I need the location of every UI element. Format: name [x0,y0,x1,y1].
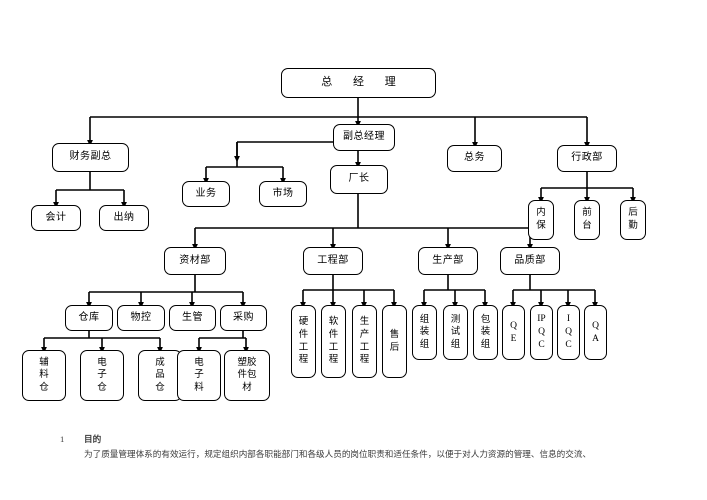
node-label: 生产工程 [359,317,370,366]
node-purchasing[interactable]: 采购 [220,305,267,331]
node-label: 工程部 [317,254,349,266]
node-testing-group[interactable]: 测试组 [443,305,468,360]
node-ipqc[interactable]: IPQC [530,305,553,360]
node-software-engineering[interactable]: 软件工程 [321,305,346,378]
node-label: 品质部 [514,254,546,266]
node-material-control[interactable]: 物控 [117,305,165,331]
node-finished-goods-warehouse[interactable]: 成品仓 [138,350,182,401]
node-production-control[interactable]: 生管 [169,305,216,331]
node-label: 辅料仓 [39,357,49,393]
node-label: 业务 [195,187,217,199]
node-label: 副总经理 [343,131,385,143]
node-logistics[interactable]: 后勤 [620,200,646,240]
node-cashier[interactable]: 出纳 [99,205,149,231]
node-hardware-engineering[interactable]: 硬件工程 [291,305,316,378]
node-label: 财务副总 [69,151,112,163]
node-marketing[interactable]: 市场 [259,181,307,207]
node-iqc[interactable]: IQC [557,305,580,360]
node-finance-vp[interactable]: 财务副总 [52,143,129,172]
node-assembly-group[interactable]: 组装组 [412,305,437,360]
node-label: 总务 [464,152,485,164]
node-label: QA [592,320,599,344]
node-label: QE [510,320,517,344]
node-general-manager[interactable]: 总 经 理 [281,68,436,98]
node-label: 测试组 [450,314,461,350]
node-label: 资材部 [179,254,211,266]
node-label: 前台 [582,208,592,231]
node-accounting[interactable]: 会计 [31,205,81,231]
node-label: 电子仓 [97,357,107,393]
node-admin-department[interactable]: 行政部 [557,145,617,172]
node-label: 总 经 理 [321,76,405,89]
node-label: 包装组 [480,314,491,350]
footer-section-number: 1 [60,434,65,444]
node-deputy-general-manager[interactable]: 副总经理 [333,124,395,151]
node-plastic-parts-packaging[interactable]: 塑胶件包材 [224,350,270,401]
node-general-affairs[interactable]: 总务 [447,145,502,172]
node-electronic-materials[interactable]: 电子料 [177,350,221,401]
node-label: 仓库 [78,311,100,323]
node-label: 生管 [182,311,203,323]
node-engineering-department[interactable]: 工程部 [303,247,363,275]
node-warehouse[interactable]: 仓库 [65,305,113,331]
footer-section-heading: 目的 [84,434,102,444]
node-label: 会计 [45,211,67,223]
node-label: 生产部 [432,254,464,266]
node-label: 采购 [233,311,254,323]
node-packaging-group[interactable]: 包装组 [473,305,498,360]
node-label: 成品仓 [155,357,165,393]
node-quality-department[interactable]: 品质部 [500,247,560,275]
node-label: 软件工程 [328,317,339,366]
node-electronics-warehouse[interactable]: 电子仓 [80,350,124,401]
node-materials-department[interactable]: 资材部 [164,247,226,275]
node-label: 塑胶件包材 [237,357,257,393]
node-label: 出纳 [113,211,135,223]
node-production-department[interactable]: 生产部 [418,247,478,275]
node-label: 内保 [536,208,546,231]
node-after-sales[interactable]: 售后 [382,305,407,378]
node-qe[interactable]: QE [502,305,525,360]
node-reception[interactable]: 前台 [574,200,600,240]
node-label: IPQC [537,314,546,350]
node-label: 硬件工程 [298,317,309,366]
connector-lines [41,98,636,354]
node-label: 物控 [130,311,152,323]
node-qa[interactable]: QA [584,305,607,360]
node-internal-security[interactable]: 内保 [528,200,554,240]
node-production-engineering[interactable]: 生产工程 [352,305,377,378]
node-label: 厂长 [348,173,370,185]
node-label: IQC [565,314,572,350]
org-chart-canvas: 总 经 理 财务副总 副总经理 总务 行政部 会计 出纳 业务 市场 厂长 内保… [22,68,646,401]
node-label: 组装组 [419,314,430,350]
node-label: 市场 [272,187,294,199]
node-auxiliary-warehouse[interactable]: 辅料仓 [22,350,66,401]
footer-section-body: 为了质量管理体系的有效运行，规定组织内部各职能部门和各级人员的岗位职责和适任条件… [84,449,592,459]
node-label: 电子料 [194,357,204,393]
node-label: 后勤 [628,208,638,231]
node-sales[interactable]: 业务 [182,181,230,207]
node-plant-manager[interactable]: 厂长 [330,165,388,194]
node-label: 售后 [389,329,400,353]
node-label: 行政部 [571,152,603,164]
